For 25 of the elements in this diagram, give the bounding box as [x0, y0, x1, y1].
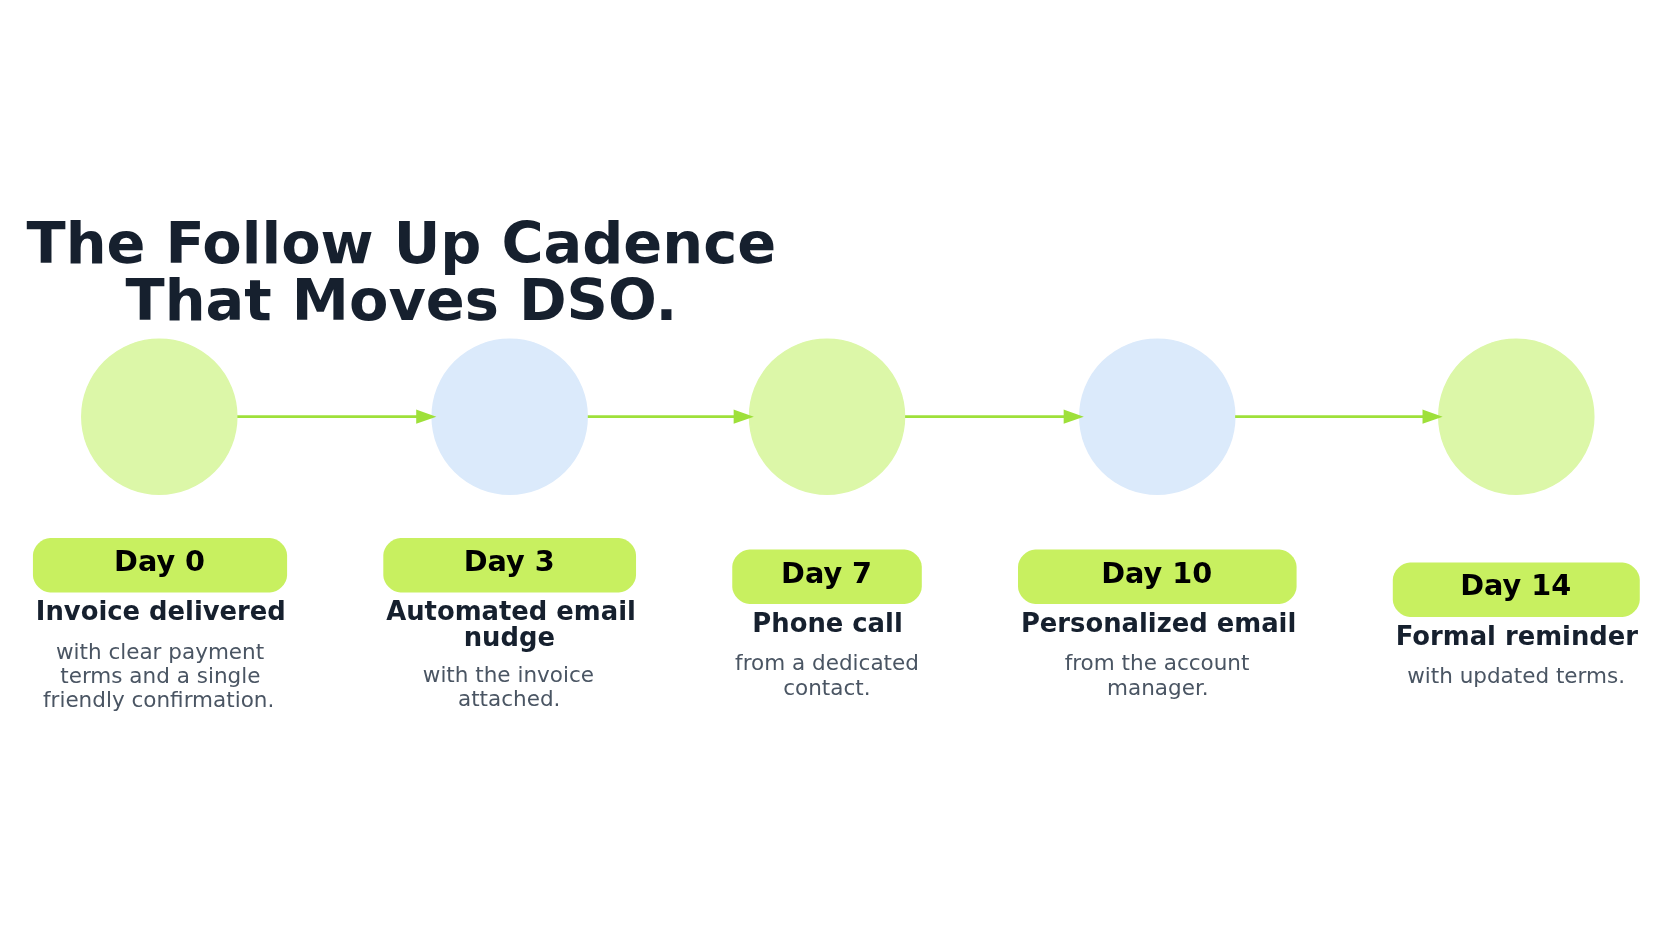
arrow: [587, 409, 754, 424]
arrow: [237, 409, 437, 424]
node-box: Day 10: [1018, 549, 1297, 605]
node-circle: [1438, 338, 1595, 495]
node-box: Day 3: [383, 538, 637, 593]
node-label: from a dedicated contact.: [735, 650, 919, 700]
node-label: from the account manager.: [1064, 650, 1250, 700]
diagram-title: The Follow Up Cadence That Moves DSO.: [26, 210, 777, 335]
node-box: Day 7: [732, 549, 922, 605]
node-circle: [748, 338, 906, 495]
node-label: with the invoice attached.: [422, 661, 594, 711]
node-circle: [1079, 338, 1236, 495]
node-label: Invoice delivered: [35, 596, 286, 627]
node-label: with clear payment terms and a single friendly confirmation.: [42, 638, 275, 713]
node-label: Formal reminder: [1395, 620, 1639, 651]
node-label: Phone call: [752, 607, 903, 638]
node-label: with updated terms.: [1407, 663, 1626, 689]
node-circle: [431, 338, 588, 495]
node-label: Automated email nudge: [386, 596, 636, 653]
node-box: Day 0: [32, 538, 288, 593]
node-circle: [81, 338, 238, 495]
node-box: Day 14: [1392, 562, 1640, 617]
arrow: [1235, 409, 1443, 424]
arrow: [905, 409, 1084, 424]
node-label: Personalized email: [1020, 607, 1297, 638]
